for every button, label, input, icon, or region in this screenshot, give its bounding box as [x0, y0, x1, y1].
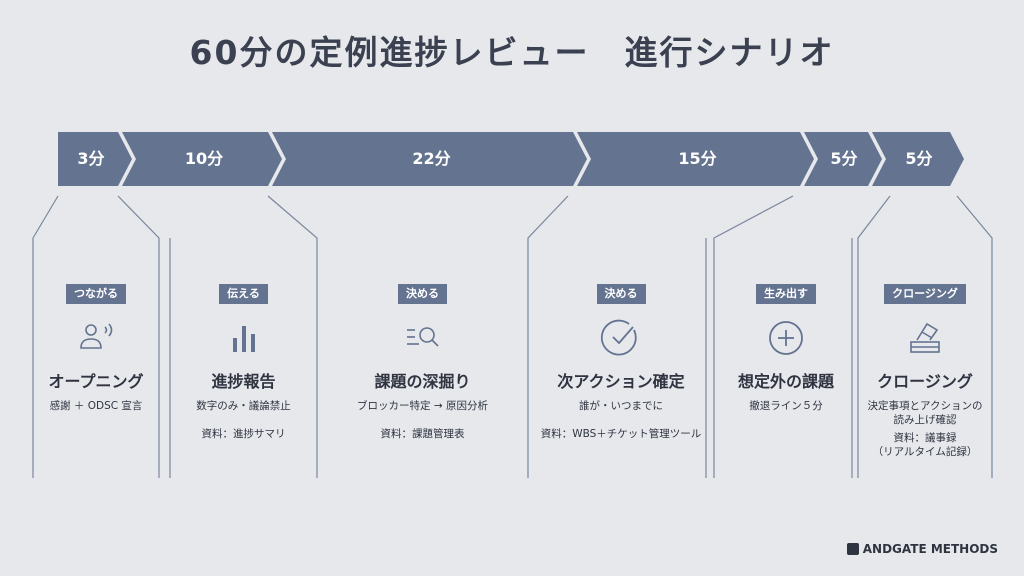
- chevron-segment: [872, 132, 964, 186]
- page-title: 60分の定例進捗レビュー 進行シナリオ: [189, 33, 835, 72]
- chevron-segment: [58, 132, 132, 186]
- phase-resource: 資料：課題管理表: [380, 428, 465, 440]
- phase-closing: クロージング クロージング 決定事項とアクションの 読み上げ確認 資料：議事録 …: [858, 282, 992, 459]
- phase-tag: つながる: [66, 284, 126, 304]
- phase-tag: 伝える: [219, 284, 268, 304]
- phase-subtitle: ブロッカー特定 → 原因分析: [357, 400, 488, 412]
- chevron-segment: [272, 132, 587, 186]
- phase-title: 想定外の課題: [737, 372, 834, 391]
- bracket-line: [267, 195, 318, 478]
- phase-opening: つながる オープニング 感謝 ＋ ODSC 宣言: [33, 282, 159, 413]
- plus-circle-icon: [714, 318, 858, 358]
- phase-resource: 資料：進捗サマリ: [201, 428, 286, 440]
- chevron-segment: [804, 132, 882, 186]
- phase-tag: 決める: [398, 284, 447, 304]
- phase-tag: クロージング: [884, 284, 966, 304]
- person-speaking-icon: [33, 318, 159, 358]
- phase-resource: 資料：WBS＋チケット管理ツール: [540, 428, 702, 440]
- phase-subtitle: 決定事項とアクションの 読み上げ確認: [867, 400, 983, 426]
- phase-tag: 生み出す: [756, 284, 816, 304]
- timeline-duration-label: 5分: [830, 149, 858, 168]
- bracket-line: [527, 195, 569, 478]
- bracket-line: [117, 195, 160, 478]
- timeline-duration-label: 15分: [678, 149, 717, 168]
- brand-logo: ANDGATE METHODS: [846, 542, 998, 556]
- phase-subtitle: 撤退ライン５分: [749, 400, 823, 412]
- phase-title: オープニング: [48, 372, 144, 391]
- phase-next-actions: 決める 次アクション確定 誰が・いつまでに 資料：WBS＋チケット管理ツール: [528, 282, 714, 441]
- phase-deep-dive: 決める 課題の深掘り ブロッカー特定 → 原因分析 資料：課題管理表: [317, 282, 528, 441]
- check-circle-icon: [528, 318, 714, 358]
- bracket-line: [857, 195, 891, 478]
- chevron-segment: [577, 132, 814, 186]
- eraser-icon: [858, 318, 992, 358]
- phase-title: 進捗報告: [211, 372, 276, 391]
- phase-subtitle: 数字のみ・議論禁止: [196, 400, 291, 412]
- timeline-duration-label: 10分: [184, 149, 224, 168]
- brand-name: ANDGATE METHODS: [862, 542, 998, 556]
- brand-mark-icon: [846, 543, 859, 555]
- timeline-duration-label: 3分: [77, 149, 105, 168]
- phase-title: 次アクション確定: [557, 372, 685, 391]
- timeline-duration-label: 5分: [905, 149, 933, 168]
- timeline-duration-label: 22分: [412, 149, 451, 168]
- phase-subtitle: 感謝 ＋ ODSC 宣言: [49, 400, 143, 412]
- phase-title: クロージング: [877, 372, 973, 391]
- phase-tag: 決める: [596, 284, 646, 304]
- bracket-line: [32, 195, 59, 478]
- bar-chart-icon: [170, 318, 317, 358]
- bracket-line: [956, 195, 993, 478]
- phase-progress-report: 伝える 進捗報告 数字のみ・議論禁止 資料：進捗サマリ: [170, 282, 317, 441]
- phase-resource: 資料：議事録 （リアルタイム記録）: [872, 432, 978, 458]
- phase-title: 課題の深掘り: [374, 372, 471, 391]
- chevron-segment: [122, 132, 282, 186]
- phase-subtitle: 誰が・いつまでに: [579, 400, 663, 412]
- phase-unexpected-issues: 生み出す 想定外の課題 撤退ライン５分: [714, 282, 858, 413]
- search-list-icon: [317, 318, 528, 358]
- bracket-line: [713, 195, 794, 478]
